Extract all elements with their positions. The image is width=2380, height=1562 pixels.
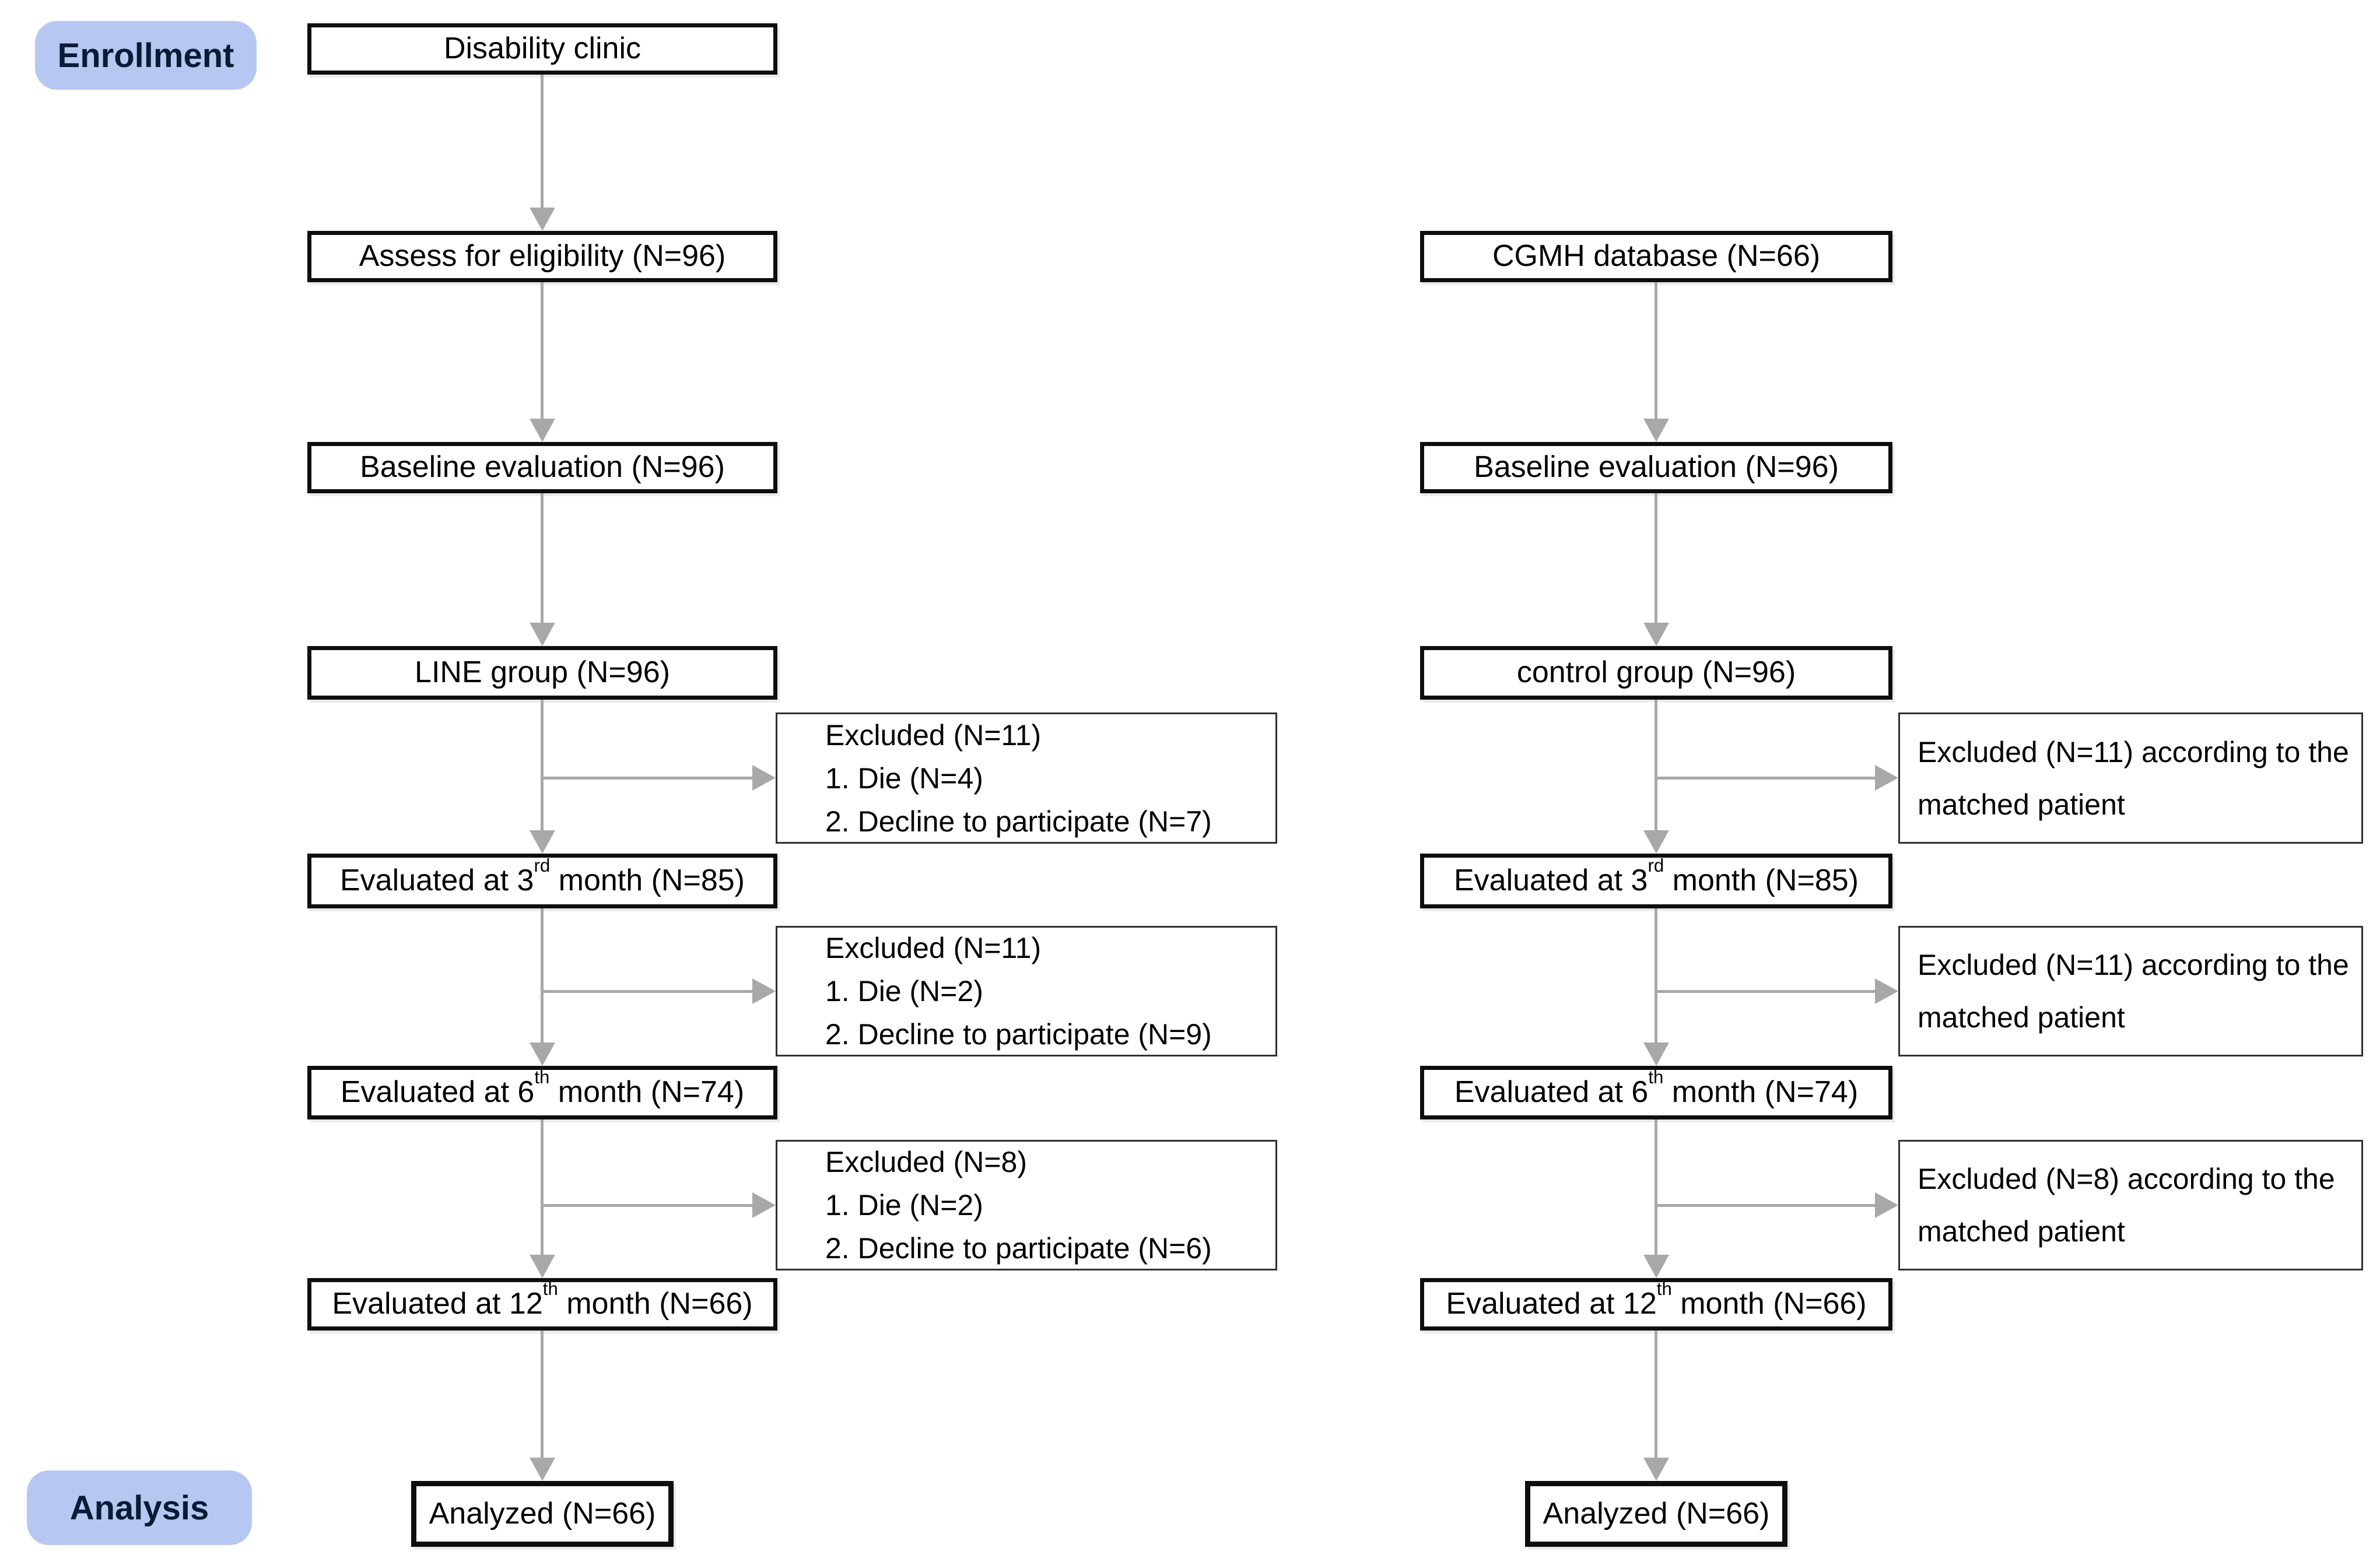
- excluded-box-right-3: Excluded (N=8) according to the matched …: [1898, 1140, 2363, 1270]
- arrowhead-right-left-2: [752, 978, 776, 1004]
- box-label: Evaluated at 6th month (N=74): [1454, 1067, 1859, 1110]
- excluded-line: Excluded (N=11): [825, 718, 1042, 752]
- excluded-box-left-3: Excluded (N=8) 1. Die (N=2) 2. Decline t…: [776, 1140, 1277, 1270]
- box-label: CGMH database (N=66): [1492, 239, 1821, 273]
- excluded-line: Excluded (N=11): [825, 932, 1042, 964]
- arrowhead-right-right-2: [1875, 978, 1898, 1004]
- box-baseline-evaluation-left: Baseline evaluation (N=96): [307, 442, 777, 493]
- box-label: Evaluated at 3rd month (N=85): [1453, 855, 1859, 898]
- box-label: Baseline evaluation (N=96): [360, 450, 725, 485]
- arrowhead-right-right-1: [1875, 765, 1898, 791]
- box-disability-clinic: Disability clinic: [307, 23, 777, 75]
- arrowhead-down-right-4: [1643, 1042, 1669, 1066]
- box-analyzed-right: Analyzed (N=66): [1525, 1481, 1787, 1547]
- box-evaluated-12th-month-right: Evaluated at 12th month (N=66): [1420, 1278, 1892, 1331]
- box-label: Disability clinic: [443, 31, 642, 66]
- excluded-line: matched patient: [1918, 1215, 2125, 1248]
- arrow-line-left-5: [541, 908, 544, 1042]
- excluded-line: 1. Die (N=2): [825, 975, 983, 1008]
- arrowhead-right-left-3: [752, 1192, 776, 1218]
- box-label: control group (N=96): [1516, 655, 1796, 690]
- arrow-line-right-1: [1655, 282, 1657, 419]
- arrowhead-down-right-1: [1643, 419, 1669, 442]
- analysis-stage-badge: Analysis: [27, 1470, 252, 1545]
- excluded-line: 2. Decline to participate (N=7): [825, 805, 1212, 838]
- box-cgmh-database: CGMH database (N=66): [1420, 231, 1892, 282]
- box-label: Evaluated at 12th month (N=66): [1446, 1279, 1867, 1321]
- arrowhead-down-right-2: [1643, 623, 1669, 646]
- arrow-line-left-2: [541, 282, 544, 419]
- excluded-line: matched patient: [1918, 788, 2125, 821]
- arrowhead-right-right-3: [1875, 1192, 1898, 1218]
- box-control-group: control group (N=96): [1420, 646, 1892, 700]
- enrollment-stage-badge: Enrollment: [35, 21, 257, 90]
- excluded-line: Excluded (N=8): [825, 1146, 1027, 1178]
- box-label: Assess for eligibility (N=96): [359, 239, 726, 273]
- excluded-box-left-2: Excluded (N=11) 1. Die (N=2) 2. Decline …: [776, 926, 1277, 1056]
- arrow-line-left-1: [541, 75, 544, 208]
- excluded-line: Excluded (N=8) according to the: [1918, 1163, 2335, 1195]
- arrowhead-down-left-3: [530, 623, 555, 646]
- box-evaluated-6th-month-right: Evaluated at 6th month (N=74): [1420, 1066, 1892, 1119]
- box-evaluated-3rd-month-left: Evaluated at 3rd month (N=85): [307, 854, 777, 908]
- excluded-line: matched patient: [1918, 1001, 2125, 1034]
- excluded-box-right-2: Excluded (N=11) according to the matched…: [1898, 926, 2363, 1056]
- arrow-line-left-7: [541, 1331, 544, 1458]
- box-label: Analyzed (N=66): [429, 1496, 656, 1531]
- branch-line-right-3: [1656, 1204, 1875, 1207]
- arrow-line-left-3: [541, 493, 544, 623]
- box-evaluated-3rd-month-right: Evaluated at 3rd month (N=85): [1420, 854, 1892, 908]
- branch-line-right-1: [1656, 777, 1875, 780]
- excluded-line: Excluded (N=11) according to the: [1918, 949, 2349, 981]
- excluded-line: 2. Decline to participate (N=6): [825, 1232, 1212, 1265]
- box-label: Baseline evaluation (N=96): [1474, 450, 1839, 485]
- excluded-line: 2. Decline to participate (N=9): [825, 1018, 1212, 1051]
- box-line-group: LINE group (N=96): [307, 646, 777, 700]
- arrowhead-down-right-5: [1643, 1255, 1669, 1278]
- arrowhead-down-left-5: [530, 1042, 555, 1066]
- arrow-line-right-6: [1655, 1331, 1657, 1458]
- arrow-line-right-2: [1655, 493, 1657, 623]
- excluded-box-left-1: Excluded (N=11) 1. Die (N=4) 2. Decline …: [776, 712, 1277, 844]
- excluded-box-right-1: Excluded (N=11) according to the matched…: [1898, 712, 2363, 844]
- branch-line-left-2: [542, 990, 752, 993]
- arrowhead-down-left-6: [530, 1255, 555, 1278]
- arrowhead-down-right-6: [1643, 1458, 1669, 1481]
- box-evaluated-6th-month-left: Evaluated at 6th month (N=74): [307, 1066, 777, 1119]
- excluded-line: 1. Die (N=2): [825, 1189, 983, 1221]
- excluded-line: 1. Die (N=4): [825, 761, 983, 795]
- box-label: LINE group (N=96): [415, 655, 670, 690]
- arrowhead-down-right-3: [1643, 830, 1669, 854]
- excluded-line: Excluded (N=11) according to the: [1918, 735, 2349, 768]
- arrow-line-right-5: [1655, 1119, 1657, 1255]
- arrow-line-right-3: [1655, 700, 1657, 830]
- arrowhead-right-left-1: [752, 765, 776, 791]
- arrow-line-right-4: [1655, 908, 1657, 1042]
- box-baseline-evaluation-right: Baseline evaluation (N=96): [1420, 442, 1892, 493]
- arrowhead-down-left-2: [530, 419, 555, 442]
- branch-line-right-2: [1656, 990, 1875, 993]
- enrollment-stage-label: Enrollment: [57, 36, 234, 75]
- box-label: Evaluated at 12th month (N=66): [332, 1279, 753, 1321]
- box-analyzed-left: Analyzed (N=66): [411, 1481, 674, 1547]
- arrow-line-left-6: [541, 1119, 544, 1255]
- arrowhead-down-left-7: [530, 1458, 555, 1481]
- box-label: Evaluated at 6th month (N=74): [340, 1067, 745, 1110]
- branch-line-left-3: [542, 1204, 752, 1207]
- box-assess-eligibility: Assess for eligibility (N=96): [307, 231, 777, 282]
- box-label: Analyzed (N=66): [1543, 1496, 1770, 1531]
- box-evaluated-12th-month-left: Evaluated at 12th month (N=66): [307, 1278, 777, 1331]
- arrowhead-down-left-4: [530, 830, 555, 854]
- arrowhead-down-left-1: [530, 208, 555, 231]
- box-label: Evaluated at 3rd month (N=85): [339, 855, 745, 898]
- arrow-line-left-4: [541, 700, 544, 830]
- analysis-stage-label: Analysis: [69, 1489, 209, 1527]
- branch-line-left-1: [542, 777, 752, 780]
